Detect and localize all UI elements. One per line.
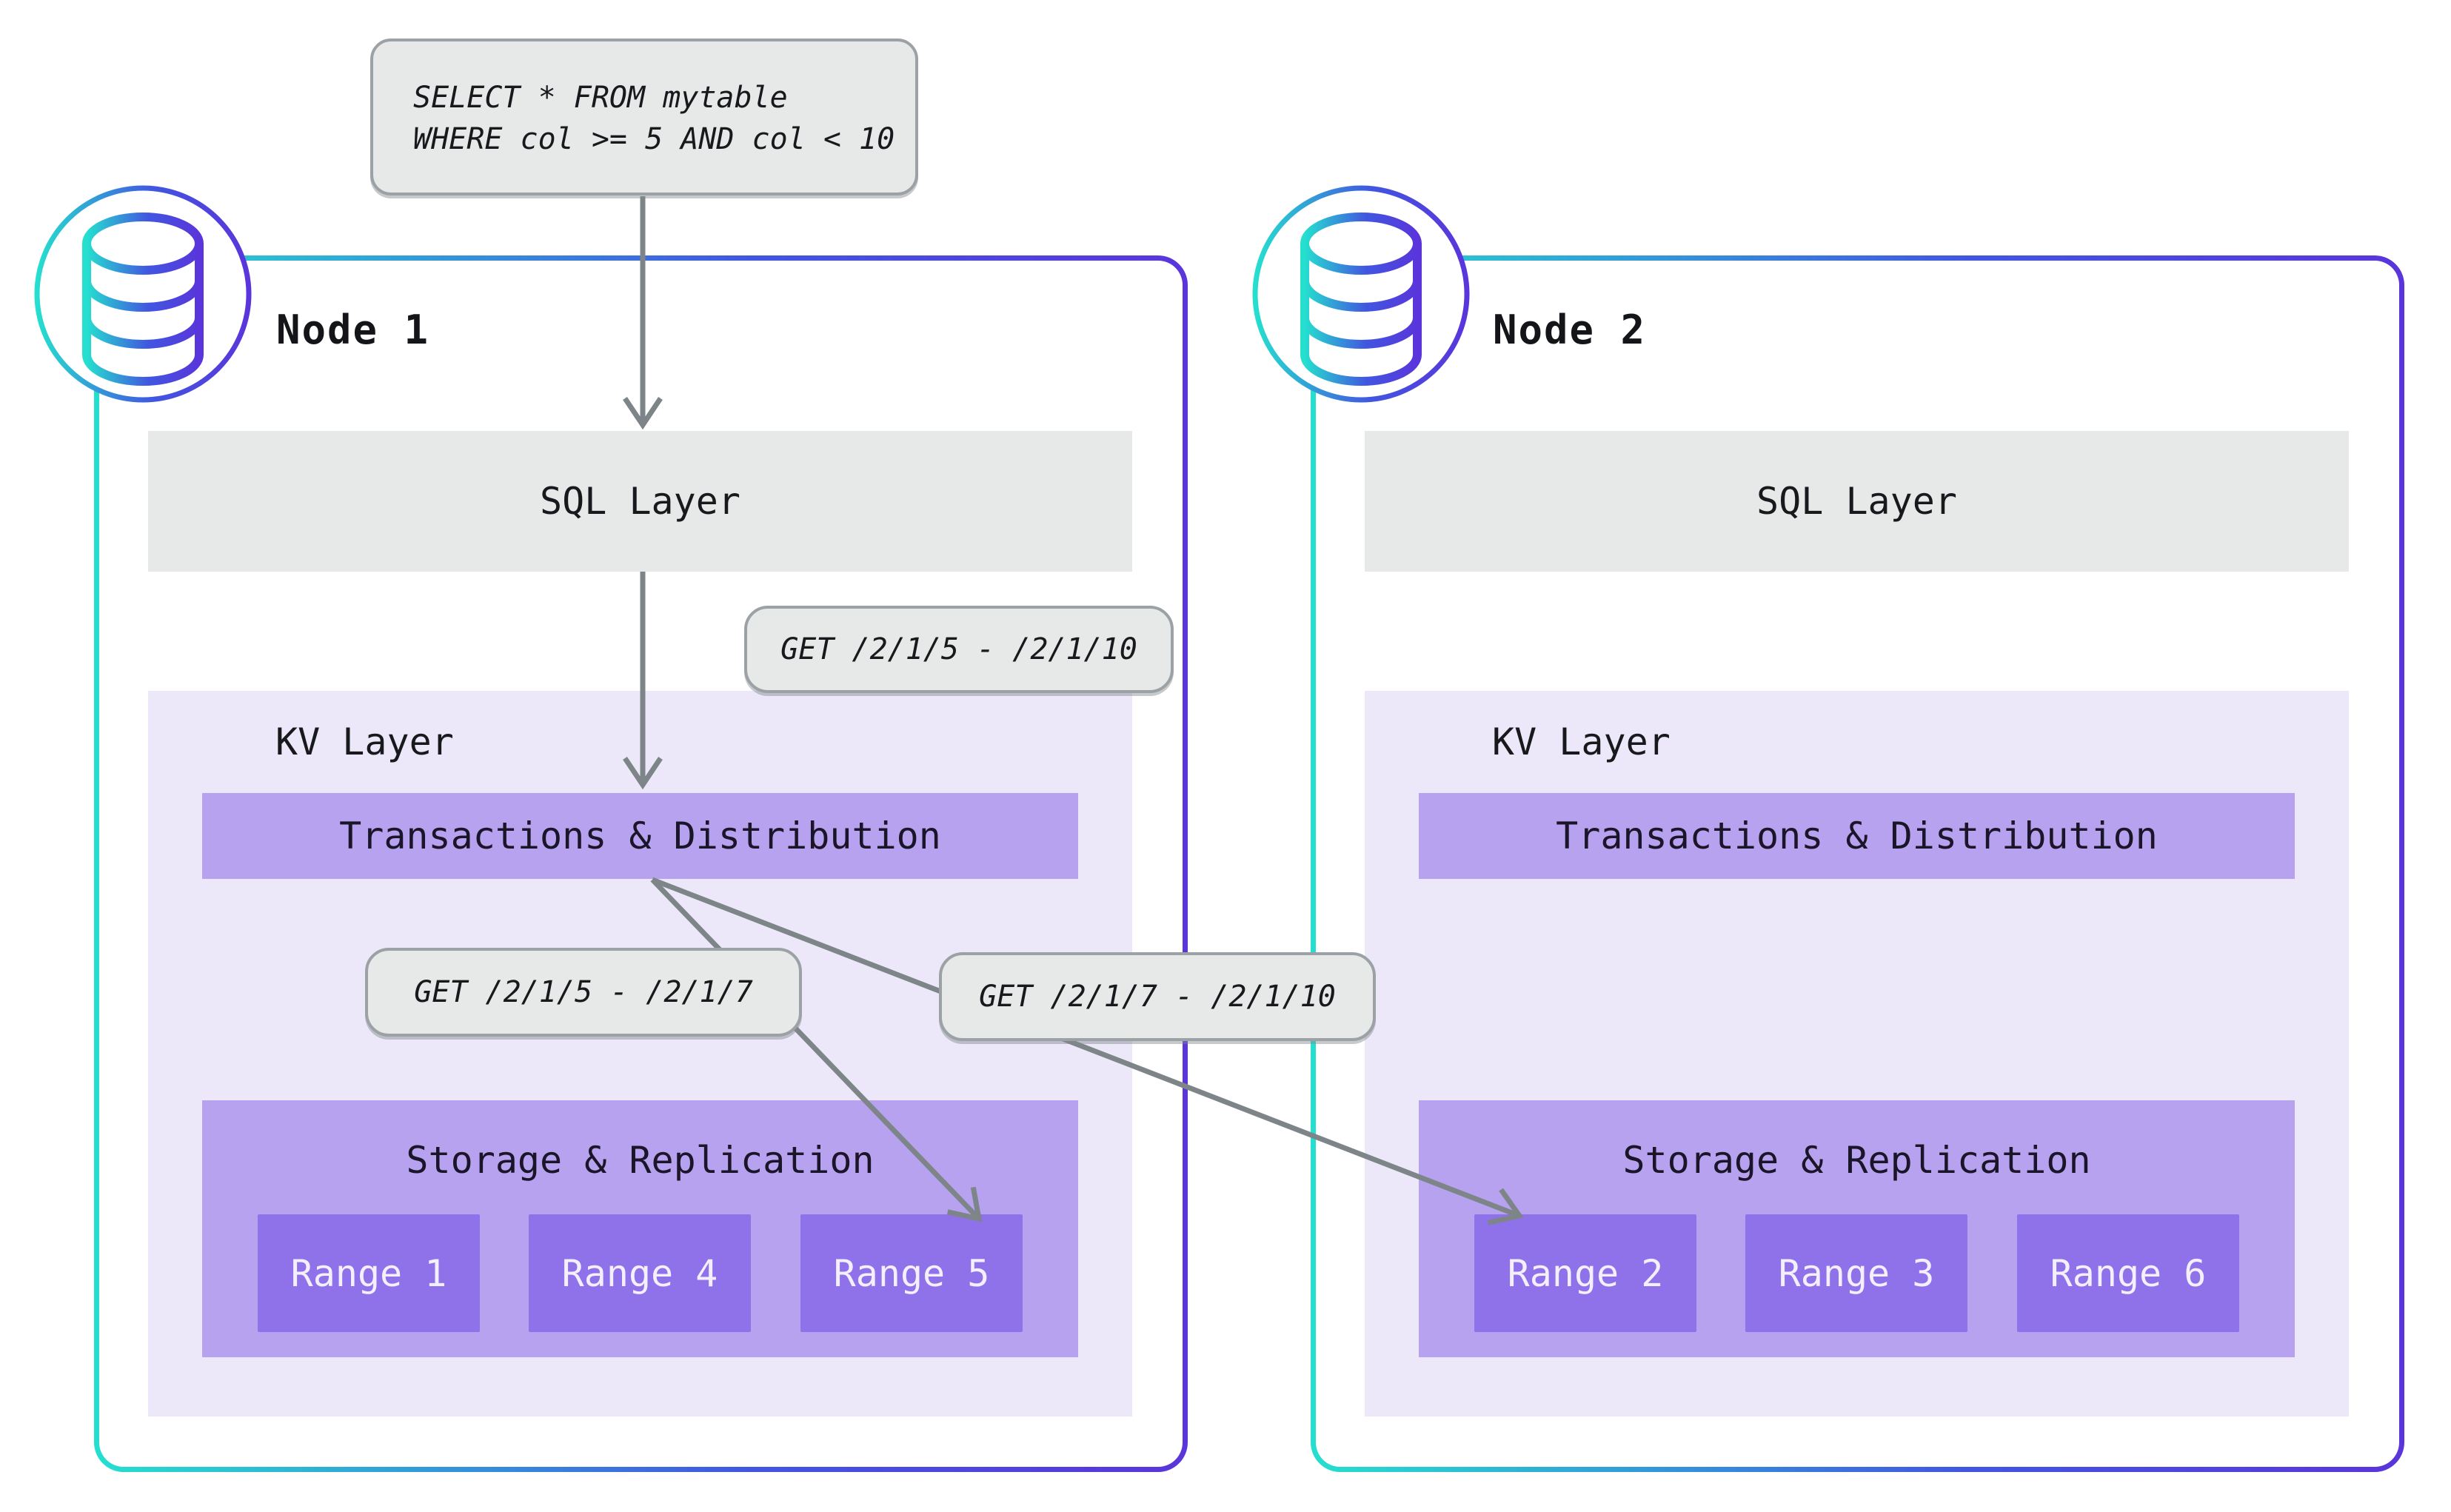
node-2-transactions-distribution-label: Transactions & Distribution	[1556, 814, 2158, 857]
node-2-database-icon	[1252, 185, 1470, 403]
node-2-title: Node 2	[1493, 307, 1647, 353]
arrow-transactions-to-range-5	[650, 877, 983, 1222]
get-request-pill-full-range: GET /2/1/5 - /2/1/10	[744, 606, 1174, 693]
sql-query-line-2: WHERE col >= 5 AND col < 10	[413, 122, 895, 156]
node-2-range-3: Range 3	[1745, 1214, 1967, 1332]
node-1-sql-layer-label: SQL Layer	[540, 480, 740, 523]
node-1-database-icon	[34, 185, 252, 403]
node-2-sql-layer: SQL Layer	[1365, 431, 2349, 572]
sql-query-box: SELECT * FROM mytable WHERE col >= 5 AND…	[370, 39, 918, 195]
get-request-pill-right-split: GET /2/1/7 - /2/1/10	[939, 952, 1376, 1041]
node-1-storage-replication-label: Storage & Replication	[406, 1139, 875, 1182]
node-2-transactions-distribution-bar: Transactions & Distribution	[1419, 793, 2295, 879]
sql-query-line-1: SELECT * FROM mytable	[413, 81, 788, 115]
node-2-kv-layer-label: KV Layer	[1492, 720, 1671, 763]
node-1-range-4: Range 4	[529, 1214, 751, 1332]
get-request-pill-left-split: GET /2/1/5 - /2/1/7	[365, 948, 802, 1037]
node-1-storage-replication-box: Storage & Replication Range 1 Range 4 Ra…	[202, 1100, 1078, 1357]
node-1-transactions-distribution-bar: Transactions & Distribution	[202, 793, 1078, 879]
node-2-storage-replication-label: Storage & Replication	[1622, 1139, 2091, 1182]
node-1-kv-layer: KV Layer Transactions & Distribution Sto…	[148, 691, 1132, 1416]
node-2-storage-replication-box: Storage & Replication Range 2 Range 3 Ra…	[1419, 1100, 2295, 1357]
node-2-sql-layer-label: SQL Layer	[1756, 480, 1957, 523]
node-1-transactions-distribution-label: Transactions & Distribution	[339, 814, 941, 857]
arrow-transactions-to-node-2-range-2	[651, 877, 1524, 1225]
node-1-range-5: Range 5	[800, 1214, 1023, 1332]
node-1-kv-layer-label: KV Layer	[275, 720, 454, 763]
node-1-sql-layer: SQL Layer	[148, 431, 1132, 572]
node-2-kv-layer: KV Layer Transactions & Distribution Sto…	[1365, 691, 2349, 1416]
node-1-range-1: Range 1	[258, 1214, 480, 1332]
node-2-range-6: Range 6	[2017, 1214, 2239, 1332]
node-1-title: Node 1	[276, 307, 430, 353]
node-2-range-2: Range 2	[1474, 1214, 1696, 1332]
